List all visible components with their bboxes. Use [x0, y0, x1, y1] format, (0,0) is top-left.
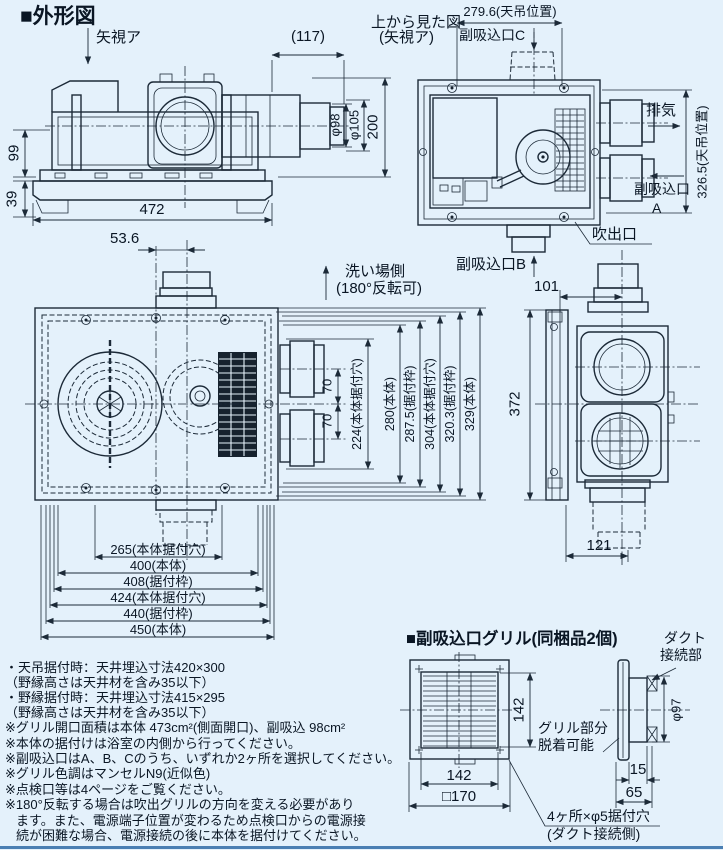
dim-472: 472 — [139, 201, 165, 218]
grill-section-lines — [400, 652, 690, 827]
rotatable-label: (180°反転可) — [336, 280, 423, 297]
grill-dim-65: 65 — [625, 784, 643, 801]
duct-conn-label-2: 接続部 — [660, 647, 702, 663]
mounting-holes-label-1: 4ヶ所×φ5据付穴 — [547, 808, 650, 824]
dim-53-6: 53.6 — [110, 230, 140, 247]
top-view-title: 上から見た図 — [371, 14, 462, 31]
vdim-329: 329(本体) — [463, 376, 477, 432]
dim-70b: 70 — [319, 413, 335, 429]
dim-279-6: 279.6(天吊位置) — [463, 4, 557, 19]
note-line-3: ・野縁据付時：天井埋込寸法415×295 — [5, 690, 225, 705]
top-view-title2: (矢視ア) — [379, 29, 434, 46]
dim-39: 39 — [3, 190, 21, 208]
hdim-400: 400(本体) — [129, 558, 187, 573]
note-line-2: （野縁高さは天井材を含み35以下） — [5, 675, 215, 690]
outlet-label: 吹出口 — [592, 226, 638, 243]
grill-dim-15: 15 — [629, 761, 647, 778]
grill-dim-170: □170 — [441, 788, 477, 805]
hdim-450: 450(本体) — [129, 622, 187, 637]
mounting-holes-label-2: (ダクト接続側) — [547, 826, 641, 842]
port-b-label: 副吸込口B — [456, 256, 527, 273]
hdim-440: 440(据付枠) — [123, 606, 193, 621]
note-line-6: ※本体の据付けは浴室の内側から行ってください。 — [5, 736, 301, 751]
detach-label-2: 脱着可能 — [538, 737, 594, 753]
dim-326-5: 326.5(天吊位置) — [694, 105, 710, 199]
hdim-408: 408(据付枠) — [123, 574, 193, 589]
grill-section-title: ■副吸込口グリル(同梱品2個) — [406, 630, 618, 648]
exhaust-label: 排気 — [646, 102, 677, 119]
dim-99: 99 — [5, 144, 23, 162]
vdim-280: 280(本体) — [383, 376, 397, 432]
top-view-lines — [417, 19, 692, 277]
bottom-view-lines — [25, 240, 486, 641]
vdim-287-5: 287.5(据付枠) — [403, 365, 417, 443]
note-line-12: 続が困難な場合、電源接続の後に本体を据付けてください。 — [16, 828, 367, 843]
grill-dim-142h: 142 — [446, 767, 472, 784]
dim-121: 121 — [586, 537, 612, 554]
dim-200: 200 — [364, 114, 382, 140]
note-line-4: （野縁高さは天井材を含み35以下） — [5, 705, 215, 720]
note-line-5: ※グリル開口面積は本体 473cm²(側面開口)、副吸込 98cm² — [5, 720, 346, 735]
vdim-320-3: 320.3(据付枠) — [443, 365, 457, 443]
dim-phi105: φ105 — [346, 109, 362, 141]
note-line-8: ※グリル色調はマンセルN9(近似色) — [5, 766, 211, 781]
hdim-265: 265(本体据付穴) — [110, 542, 206, 557]
port-c-label: 副吸込口C — [459, 27, 526, 43]
port-a-letter: A — [652, 200, 662, 216]
note-line-7: ※副吸込口はA、B、Cのうち、いずれか2ヶ所を選択してください。 — [5, 751, 401, 766]
note-line-1: ・天吊据付時：天井埋込寸法420×300 — [5, 660, 225, 675]
side-view-lines — [13, 28, 391, 226]
right-view-lines — [524, 250, 700, 565]
page-title: ■外形図 — [20, 5, 96, 28]
wash-side-label: 洗い場側 — [345, 263, 406, 280]
vdim-304: 304(本体据付穴) — [423, 358, 437, 450]
note-line-10: ※180°反転する場合は吹出グリルの方向を変える必要があり — [5, 797, 355, 812]
duct-conn-label-1: ダクト — [664, 630, 706, 646]
note-line-9: ※点検口等は4ページをご覧ください。 — [5, 782, 231, 797]
dim-101: 101 — [534, 278, 560, 295]
dim-70a: 70 — [319, 378, 335, 394]
vdim-224: 224(本体据付穴) — [350, 358, 364, 450]
port-a-label: 副吸込口 — [634, 181, 690, 197]
hdim-424: 424(本体据付穴) — [110, 590, 206, 605]
dim-372: 372 — [506, 391, 524, 417]
dim-phi98: φ98 — [327, 113, 343, 137]
dim-117: (117) — [291, 28, 325, 45]
note-line-11: ます。また、電源端子位置が変わるため点検口からの電源接 — [16, 813, 366, 828]
bottom-rule — [0, 846, 723, 849]
grill-dim-phi97: φ97 — [668, 698, 684, 722]
detach-label-1: グリル部分 — [538, 720, 608, 736]
arrow-view-label: 矢視ア — [96, 29, 142, 46]
grill-dim-142v: 142 — [510, 697, 528, 723]
